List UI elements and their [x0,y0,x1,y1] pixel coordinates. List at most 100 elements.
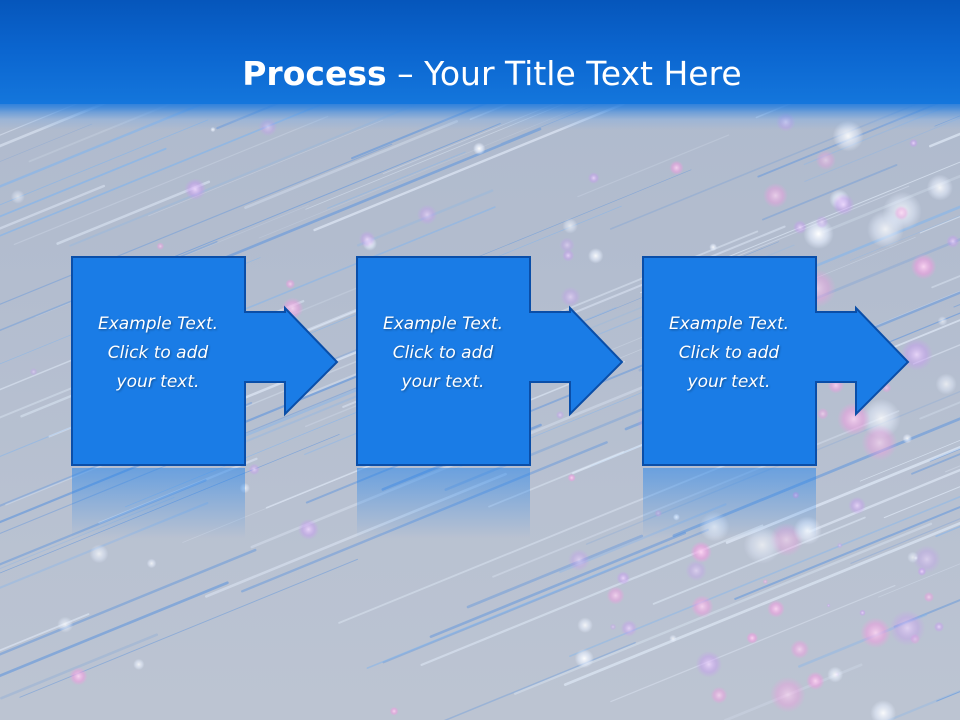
light-dot [917,567,927,576]
light-dot [746,632,759,644]
step-text-line: Click to add [107,343,209,363]
process-box-arrow-shape [356,256,624,538]
fiber-streak [0,119,209,206]
light-dot [669,160,684,175]
fiber-streak [0,548,257,656]
process-step-2[interactable]: Example Text. Click to add your text. [356,256,626,538]
light-dot [836,542,843,549]
light-dot [29,367,38,376]
step-text-line: Click to add [678,343,780,363]
light-dot [907,551,919,563]
light-dot [889,610,926,646]
light-dot [826,603,831,608]
step-text[interactable]: Example Text. Click to add your text. [71,310,245,397]
light-dot [770,676,806,713]
fiber-streak [0,426,72,458]
fiber-streak [762,164,898,221]
fiber-streak [0,581,229,678]
light-dot [685,559,707,582]
step-text-line: Example Text. [97,314,219,334]
slide-title[interactable]: Process – Your Title Text Here [0,52,960,96]
title-bar-fade [0,104,960,130]
light-dot [298,518,319,540]
light-dot [793,220,807,235]
light-dot [859,609,866,617]
fiber-streak [734,505,960,600]
slide-title-bold: Process [242,54,387,93]
light-dot [417,204,438,225]
fiber-streak [0,613,90,652]
fiber-streak [382,528,709,664]
fiber-streak [466,534,644,609]
fiber-streak [0,147,167,218]
step-text-line: your text. [687,372,771,392]
step-text-line: Example Text. [668,314,790,334]
fiber-streak [13,115,329,246]
fiber-streak [757,93,960,178]
fiber-streak [822,174,960,234]
light-dot [935,373,957,395]
light-dot [848,496,866,515]
light-dot [860,617,891,649]
light-dot [763,183,788,209]
light-dot [473,142,486,155]
light-dot [690,595,714,618]
light-dot [285,279,296,289]
fiber-streak [850,518,960,564]
fiber-streak [808,468,960,533]
fiber-streak [0,377,98,419]
light-dot [609,623,617,631]
light-dot [816,407,829,420]
light-dot [832,193,855,216]
light-dot [946,234,960,249]
fiber-streak [429,531,687,638]
fiber-streak [953,303,960,308]
step-text[interactable]: Example Text. Click to add your text. [642,310,816,397]
step-text-line: your text. [401,372,485,392]
light-dot [690,541,712,563]
light-dot [248,463,260,476]
fiber-streak [929,132,960,148]
fiber-streak [327,151,466,209]
light-dot [606,586,625,605]
fiber-streak [609,85,960,230]
light-dot [806,671,825,691]
light-dot [913,556,918,560]
step-text[interactable]: Example Text. Click to add your text. [356,310,530,397]
light-dot [133,658,145,671]
fiber-streak [148,119,384,217]
fiber-streak [804,117,960,182]
step-text-line: your text. [116,372,200,392]
light-dot [555,410,565,420]
fiber-streak [577,134,730,198]
light-dot [767,599,785,618]
process-step-1[interactable]: Example Text. Click to add your text. [71,256,341,538]
light-dot [577,617,593,633]
fiber-streak [859,439,960,482]
fiber-streak [0,184,106,230]
process-step-3[interactable]: Example Text. Click to add your text. [642,256,912,538]
title-bar: Process – Your Title Text Here [0,0,960,130]
light-dot [867,210,904,248]
light-dot [69,667,88,686]
light-dot [567,473,576,482]
fiber-streak [366,544,669,669]
fiber-streak [0,123,93,162]
light-dot [568,549,590,572]
fiber-streak [244,119,459,209]
process-box-arrow-shape [642,256,910,538]
fiber-streak [56,180,211,245]
light-dot [827,666,844,683]
light-dot [902,433,913,444]
light-dot [910,253,937,280]
light-dot [389,706,399,716]
light-dot [620,619,638,637]
light-dot [146,558,157,569]
light-dot [837,402,871,436]
light-dot [937,316,948,326]
fiber-streak [0,633,158,700]
fiber-streak [883,486,960,519]
light-dot [870,700,897,720]
fiber-streak [148,123,501,268]
